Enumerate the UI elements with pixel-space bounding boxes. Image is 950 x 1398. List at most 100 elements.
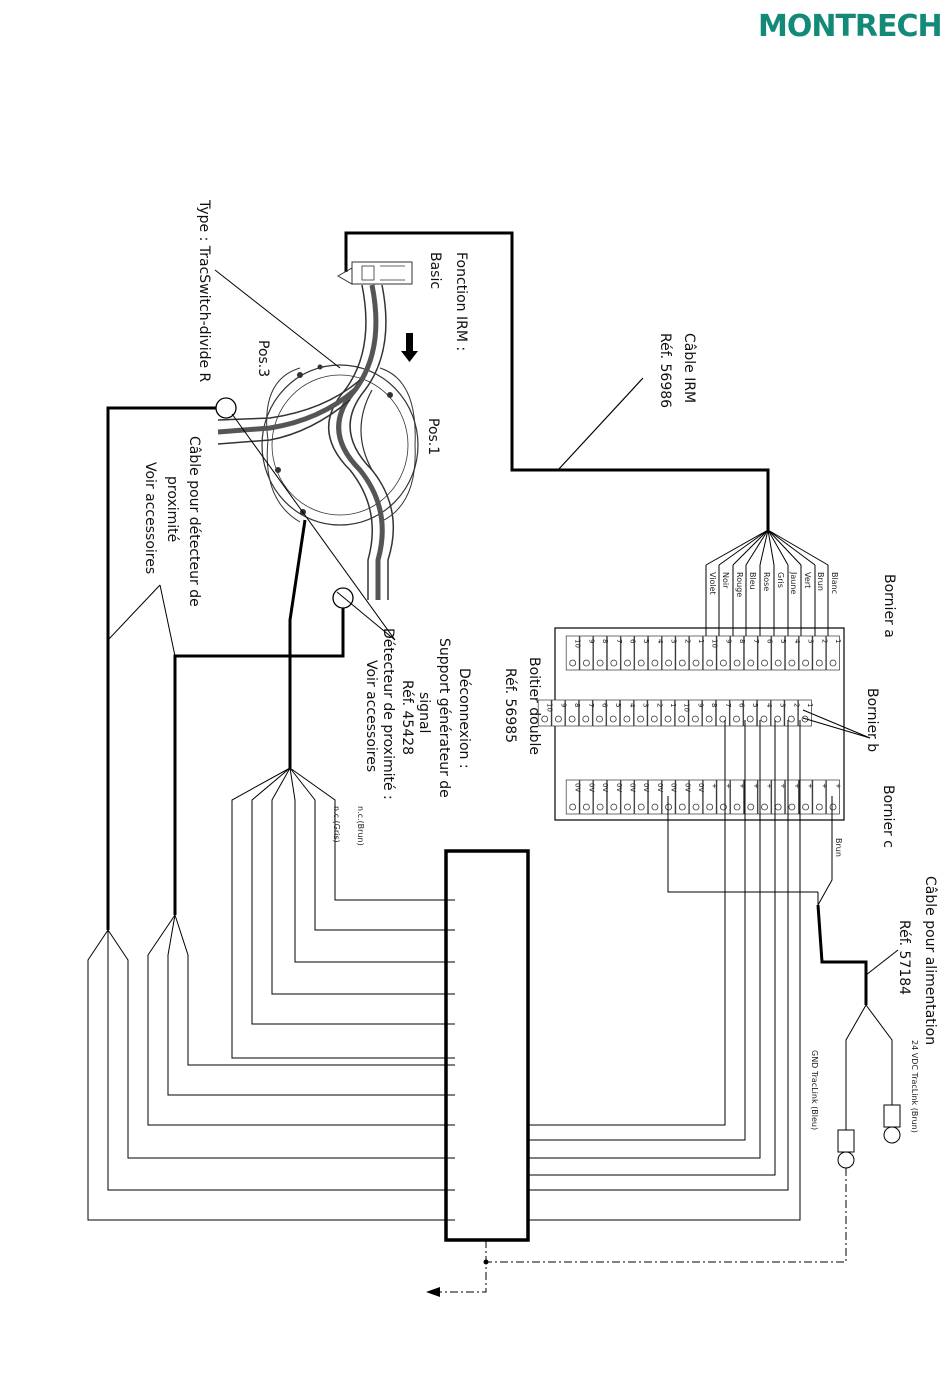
- terminal-a-slot: [702, 635, 717, 671]
- terminal-a-label: 8: [601, 639, 609, 643]
- pos3-label: Pos.3: [255, 340, 271, 377]
- terminal-b-label: 9: [696, 703, 704, 707]
- borniers-to-controller: [528, 709, 871, 1221]
- type-label: Type : TracSwitch-divide R: [196, 199, 212, 383]
- terminal-c-label: 0V: [615, 783, 623, 792]
- bornier-a-label: Bornier a: [881, 574, 897, 638]
- wire-label: Rose: [762, 572, 771, 591]
- terminal-a-label: 6: [766, 639, 774, 644]
- direction-arrow-icon: [401, 333, 418, 362]
- terminal-a-label: 4: [793, 639, 801, 644]
- wire-label: Violet: [708, 572, 717, 595]
- terminal-a-label: 9: [587, 639, 595, 643]
- terminal-a-screw-icon: [665, 659, 672, 667]
- terminal-b-screw-icon: [678, 715, 686, 723]
- terminal-a-slot: [593, 635, 607, 671]
- terminal-a-slot: [771, 635, 786, 671]
- montech-logo: MONTRECH: [758, 9, 942, 44]
- terminal-a-screw-icon: [788, 659, 796, 667]
- bornier-b-label: Bornier b: [864, 688, 880, 752]
- terminal-a-slot: [648, 635, 662, 671]
- terminal-b-label: 6: [601, 703, 609, 708]
- terminal-c-label: 0V: [656, 783, 664, 792]
- terminal-b-label: 4: [628, 703, 636, 708]
- terminal-a-screw-icon: [815, 659, 823, 667]
- terminal-b-label: 9: [559, 703, 567, 707]
- terminal-c-screw-icon: [637, 803, 645, 811]
- terminal-a-label: 10: [574, 639, 582, 648]
- terminal-a-label: 3: [807, 639, 815, 643]
- deconnexion-cable: [231, 519, 455, 1059]
- terminal-a-label: 8: [738, 639, 746, 643]
- terminal-a-slot: [785, 635, 799, 671]
- deconnexion-label-2: Support générateur de: [436, 638, 452, 798]
- terminal-b-label: 10: [546, 703, 554, 712]
- terminal-c-label: 0V: [697, 783, 705, 792]
- terminal-b-label: 3: [642, 703, 650, 707]
- terminal-b-screw-icon: [582, 715, 590, 723]
- terminal-b-screw-icon: [609, 715, 617, 723]
- terminal-a-label: 10: [711, 639, 719, 648]
- ground-arrow-icon: [426, 1287, 440, 1297]
- terminal-a-slot: [730, 635, 744, 671]
- terminal-a-label: 4: [656, 639, 664, 644]
- terminal-a-slot: [812, 635, 827, 671]
- terminal-b-screw-icon: [568, 715, 576, 723]
- terminal-b-screw-icon: [719, 715, 727, 723]
- wire-color-labels: Blanc Brun Vert Jaune Gris Rose Bleu Rou…: [708, 571, 839, 597]
- terminal-a-screw-icon: [651, 659, 659, 667]
- terminal-c-slot: [648, 779, 662, 815]
- terminal-c-screw-icon: [678, 803, 686, 811]
- terminal-a-label: 5: [642, 639, 650, 643]
- terminal-a-slot: [661, 635, 676, 671]
- terminal-c-slot: [565, 779, 580, 815]
- alim-ref: Réf. 57184: [896, 920, 912, 995]
- nc-brun-label: n.c.(Brun): [356, 806, 365, 846]
- brun-label: Brun: [834, 838, 843, 857]
- terminal-a-screw-icon: [706, 659, 714, 667]
- terminal-c-screw-icon: [829, 803, 837, 811]
- terminal-c-slot: [620, 779, 635, 815]
- terminal-c-label: 0V: [601, 783, 609, 792]
- terminal-c-screw-icon: [706, 803, 714, 811]
- boitier-ref: Réf. 56985: [502, 668, 518, 743]
- terminal-a-slot: [565, 635, 580, 671]
- wire-label: Jaune: [789, 571, 798, 594]
- terminal-c-label: 0V: [629, 783, 637, 792]
- terminal-c-screw-icon: [610, 803, 618, 811]
- controller-tick-marks: [446, 899, 455, 1221]
- terminal-a-label: 9: [724, 639, 732, 643]
- proximity-sensor-bottom: [173, 587, 396, 915]
- terminal-a-slot: [826, 635, 840, 671]
- terminal-b-screw-icon: [733, 715, 740, 723]
- terminal-c-slot: [702, 779, 717, 815]
- controller-block: [444, 849, 530, 1242]
- terminal-a-screw-icon: [596, 659, 604, 667]
- wire-label: Bleu: [748, 572, 757, 590]
- terminal-c-screw-icon: [802, 803, 809, 811]
- terminal-c-label: 0V: [587, 783, 595, 792]
- terminal-a-screw-icon: [802, 659, 809, 667]
- terminal-b-label: 2: [655, 703, 663, 707]
- terminal-b-screw-icon: [692, 715, 699, 723]
- deconnexion-label-4: Réf. 45428: [399, 680, 415, 755]
- terminal-c-label: +: [724, 783, 732, 789]
- terminal-a-label: 1: [697, 639, 705, 643]
- terminal-c-label: +: [766, 783, 774, 789]
- terminal-c-label: +: [752, 783, 760, 789]
- terminal-a-slot: [689, 635, 703, 671]
- prox-fanouts: [87, 914, 455, 1221]
- terminal-c-label: +: [793, 783, 801, 789]
- terminal-c-screw-icon: [761, 803, 768, 811]
- terminal-c-label: +: [711, 783, 719, 789]
- terminal-b-label: 3: [779, 703, 787, 707]
- terminal-a-screw-icon: [720, 659, 727, 667]
- terminal-b-screw-icon: [623, 715, 631, 723]
- terminal-b-screw-icon: [787, 715, 795, 723]
- terminal-b-label: 7: [587, 703, 595, 707]
- terminal-b-screw-icon: [760, 715, 768, 723]
- irm-cable: [344, 231, 829, 648]
- terminal-b-screw-icon: [705, 715, 713, 723]
- terminal-a-slot: [757, 635, 772, 671]
- terminal-c-slot: [661, 779, 676, 815]
